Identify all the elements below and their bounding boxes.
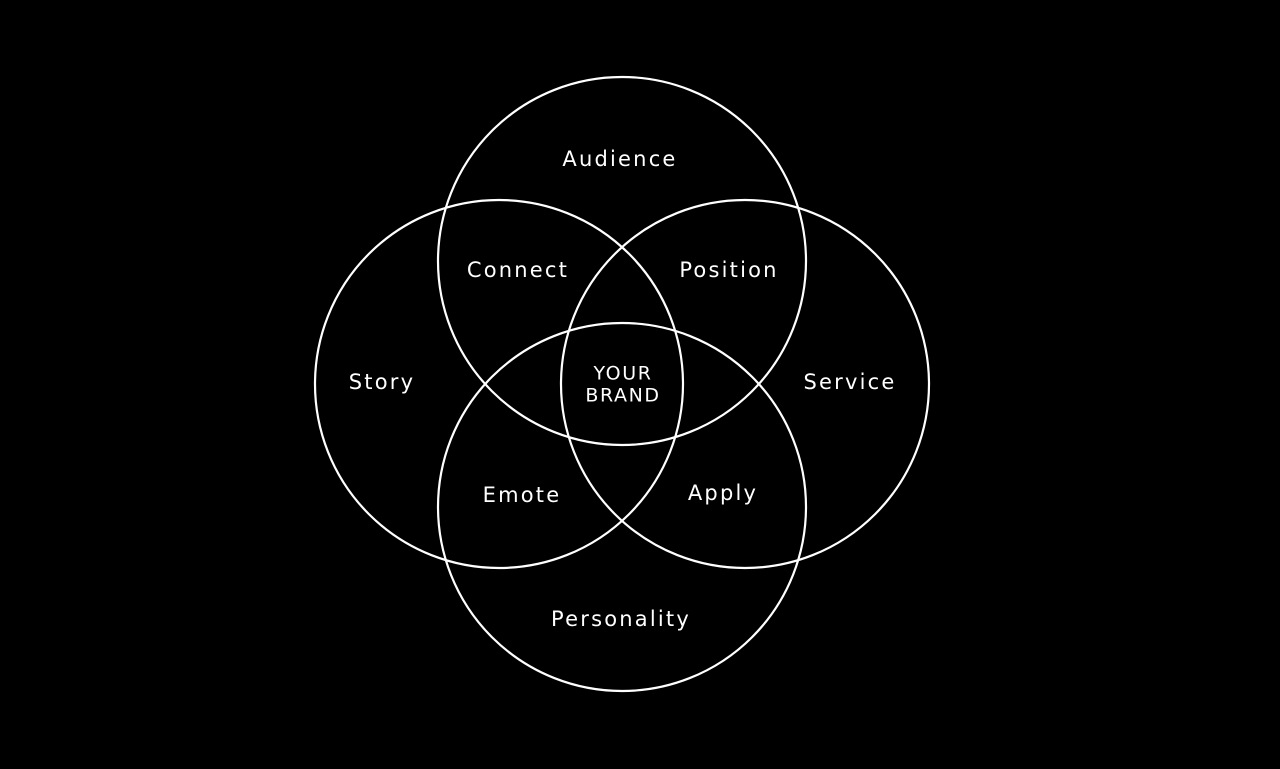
label-position: Position bbox=[679, 258, 778, 282]
label-audience: Audience bbox=[562, 147, 677, 171]
label-your-brand-line1: YOUR bbox=[592, 363, 652, 385]
label-emote: Emote bbox=[483, 483, 562, 507]
label-your-brand-line2: BRAND bbox=[585, 385, 660, 407]
label-service: Service bbox=[803, 370, 896, 394]
label-apply: Apply bbox=[688, 481, 758, 505]
label-connect: Connect bbox=[467, 258, 569, 282]
label-personality: Personality bbox=[551, 607, 691, 631]
circle-personality bbox=[436, 321, 808, 693]
circle-story bbox=[313, 198, 685, 570]
label-story: Story bbox=[349, 370, 415, 394]
circle-service bbox=[559, 198, 931, 570]
circle-audience bbox=[436, 75, 808, 447]
